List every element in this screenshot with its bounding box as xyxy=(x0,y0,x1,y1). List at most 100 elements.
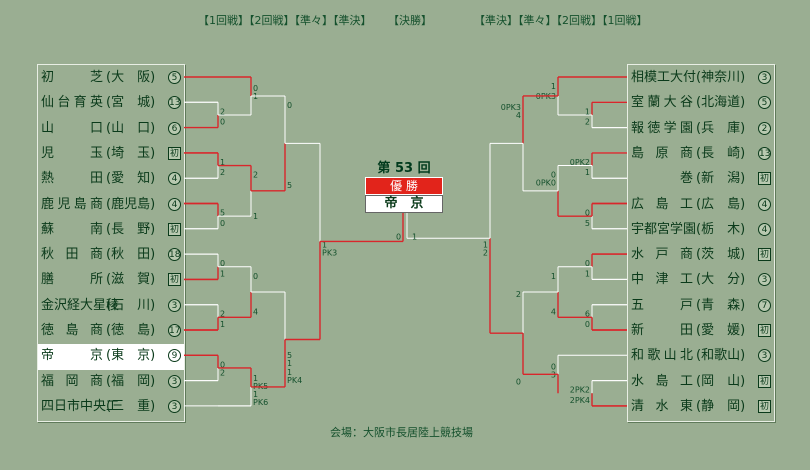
appearance-count-badge: 初 xyxy=(758,172,771,186)
score-label: 2 xyxy=(483,248,488,257)
appearance-count-badge: 5 xyxy=(168,71,181,84)
team-prefecture: (広 島) xyxy=(696,196,746,212)
score-label: 1 xyxy=(483,240,488,249)
score-label: 0 xyxy=(396,232,401,241)
team-prefecture: (神奈川) xyxy=(696,70,746,85)
team-prefecture: (東 京) xyxy=(106,348,156,364)
left-team-row: 熱 田(愛 知) 4 xyxy=(38,167,184,193)
score-label: 0 xyxy=(516,377,521,386)
team-prefecture: (山 口) xyxy=(106,120,156,136)
team-prefecture: (滋 賀) xyxy=(106,272,156,288)
tournament-edition: 第 53 回 xyxy=(377,161,431,176)
appearance-count-badge: 18 xyxy=(168,248,181,262)
team-prefecture: (長 崎) xyxy=(696,145,746,161)
score-label: 0 xyxy=(220,219,225,228)
score-label: 1 xyxy=(253,390,258,399)
team-name: 山 口 xyxy=(41,120,103,136)
score-label: 5 xyxy=(287,351,292,360)
appearance-count-badge: 初 xyxy=(758,248,771,262)
score-label: 4 xyxy=(551,307,556,316)
header-final: 【決勝】 xyxy=(388,14,432,27)
score-label: 1 xyxy=(551,82,556,91)
appearance-count-badge: 4 xyxy=(168,172,181,186)
appearance-count-badge: 2 xyxy=(758,121,771,135)
team-prefecture: (徳 島) xyxy=(106,323,156,338)
right-team-row: 巻(新 潟) 初 xyxy=(628,167,774,193)
left-team-row: 福岡商(福 岡)3 xyxy=(38,370,184,396)
score-label: 1 xyxy=(287,368,292,377)
victory-label: 優 勝 xyxy=(365,177,443,195)
right-team-row: 広島工(広 島) 4 xyxy=(628,193,774,219)
team-name: 金沢経大星稜 xyxy=(41,297,120,313)
appearance-count-badge: 初 xyxy=(168,273,181,287)
team-prefecture: (愛 媛) xyxy=(696,323,746,338)
score-label: 1 xyxy=(253,212,258,221)
team-name: 中津工 xyxy=(631,272,693,288)
team-prefecture: (茨 城) xyxy=(696,247,746,263)
score-label: 4 xyxy=(516,111,521,120)
team-name: 室蘭大谷 xyxy=(631,95,693,111)
appearance-count-badge: 5 xyxy=(758,96,771,110)
score-label: PK6 xyxy=(253,398,268,407)
team-name: 清水東 xyxy=(631,398,693,414)
left-team-row: 蘇 南(長 野)初 xyxy=(38,218,184,244)
appearance-count-badge: 4 xyxy=(758,222,771,236)
score-label: 0PK2 xyxy=(570,158,590,167)
score-label: PK3 xyxy=(322,248,337,257)
appearance-count-badge: 13 xyxy=(168,96,181,110)
team-name: 仙台育英 xyxy=(41,95,103,111)
score-label: 1 xyxy=(322,240,327,249)
team-prefecture: (静 岡) xyxy=(696,398,746,414)
appearance-count-badge: 3 xyxy=(758,349,771,363)
score-label: 2 xyxy=(516,290,521,299)
score-label: 0 xyxy=(287,101,292,110)
score-label: 1 xyxy=(253,92,258,101)
team-name: 鹿児島商 xyxy=(41,196,103,212)
appearance-count-badge: 17 xyxy=(168,324,181,337)
score-label: 1 xyxy=(412,232,417,241)
score-label: 5 xyxy=(220,209,225,218)
left-team-row: 初 芝(大 阪)5 xyxy=(38,66,184,92)
score-label: 5 xyxy=(287,181,292,190)
right-team-row: 中津工(大 分)3 xyxy=(628,268,774,294)
right-team-row: 相模工大付(神奈川)3 xyxy=(628,66,774,92)
team-prefecture: (栃 木) xyxy=(696,221,746,237)
team-prefecture: (愛 知) xyxy=(106,171,156,187)
team-name: 膳 所 xyxy=(41,272,103,288)
appearance-count-badge: 4 xyxy=(758,197,771,211)
team-prefecture: (北海道) xyxy=(696,95,746,111)
team-name: 熱 田 xyxy=(41,171,103,187)
right-team-row: 五 戸(青 森)7 xyxy=(628,294,774,320)
appearance-count-badge: 7 xyxy=(758,298,771,312)
team-prefecture: (鹿児島) xyxy=(106,196,156,212)
team-name: 巻 xyxy=(631,171,693,187)
team-name: 水島工 xyxy=(631,373,693,389)
team-name: 蘇 南 xyxy=(41,221,103,237)
score-label: 0 xyxy=(253,272,258,281)
right-team-row: 水戸商(茨 城)初 xyxy=(628,243,774,269)
team-prefecture: (和歌山) xyxy=(696,348,746,364)
left-team-row: 金沢経大星稜(石 川) 3 xyxy=(38,294,184,320)
right-team-row: 報徳学園(兵 庫)2 xyxy=(628,117,774,143)
right-team-row: 宇都宮学園(栃 木)4 xyxy=(628,218,774,244)
right-team-row: 新 田(愛 媛)初 xyxy=(628,319,774,345)
left-team-row: 児 玉(埼 玉)初 xyxy=(38,142,184,168)
score-label: 2PK2 xyxy=(570,386,590,395)
score-label: 2 xyxy=(220,368,225,377)
team-prefecture: (福 岡) xyxy=(106,373,156,389)
team-name: 広島工 xyxy=(631,196,693,212)
team-name: 児 玉 xyxy=(41,145,103,161)
score-label: 0 xyxy=(220,360,225,369)
score-label: 0 xyxy=(585,259,590,268)
right-team-row: 室蘭大谷(北海道) 5 xyxy=(628,91,774,117)
right-team-row: 島原商(長 崎)13 xyxy=(628,142,774,168)
score-label: 0PK0 xyxy=(536,179,556,188)
team-prefecture: (新 潟) xyxy=(696,171,746,187)
appearance-count-badge: 3 xyxy=(168,298,181,312)
team-name: 報徳学園 xyxy=(631,120,693,136)
score-label: PK4 xyxy=(287,376,302,385)
score-label: 2 xyxy=(220,107,225,116)
team-prefecture: (石 川) xyxy=(106,297,156,313)
